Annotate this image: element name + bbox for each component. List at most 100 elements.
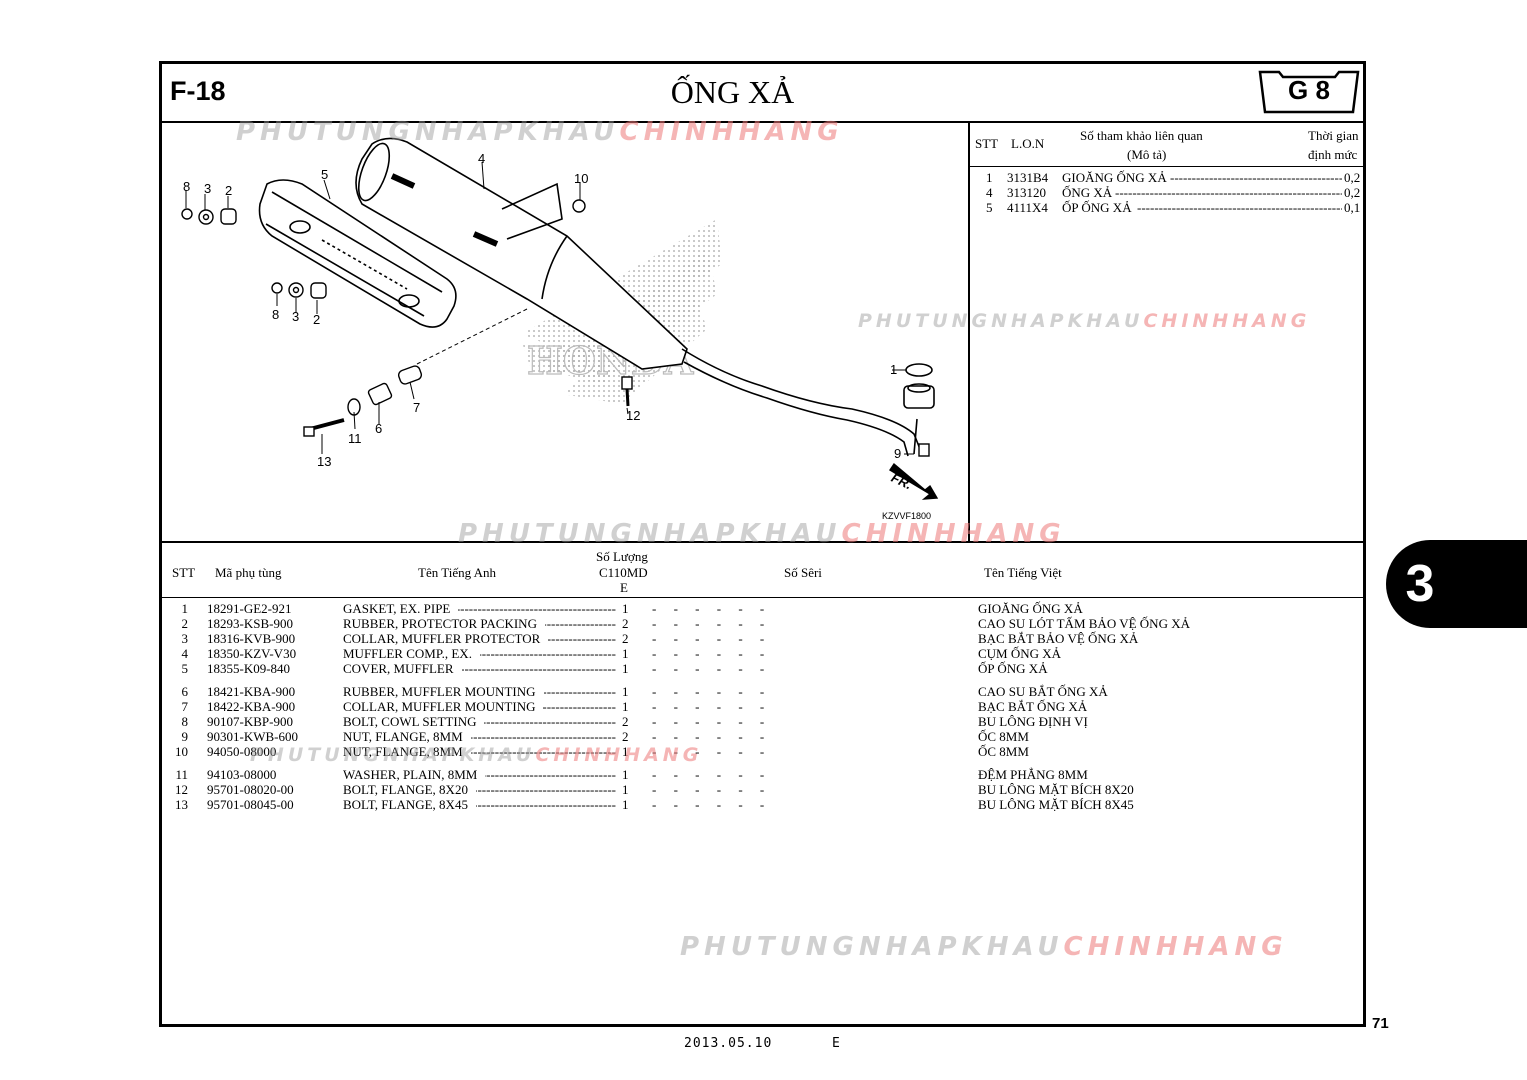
row-name-vi: GIOĂNG ỐNG XẢ: [978, 601, 1083, 616]
leader-lines: [185, 161, 914, 455]
diagram-divider: [968, 122, 970, 542]
row-name-en: NUT, FLANGE, 8MM: [343, 729, 463, 744]
row-qty: 1: [622, 601, 629, 616]
upper-section-divider: [160, 541, 1366, 543]
leader-dashes: ----------------------------------------…: [1137, 200, 1342, 215]
group-badge: G 8: [1257, 68, 1361, 121]
empty-qty-columns: - - - - - -: [652, 699, 765, 714]
chapter-tab-label: 3: [1405, 555, 1435, 613]
row-name-en: BOLT, COWL SETTING: [343, 714, 477, 729]
row-part-no: 18355-K09-840: [207, 661, 291, 676]
parts-header-serial: Số Sêri: [784, 565, 822, 580]
leader-dashes: ----------------------------------------: [471, 729, 616, 744]
page-frame: [159, 61, 1366, 1027]
row-qty: 2: [622, 729, 629, 744]
callout-4: 4: [478, 151, 485, 166]
empty-qty-columns: - - - - - -: [652, 646, 765, 661]
row-part-no: 18316-KVB-900: [207, 631, 296, 646]
row-qty: 2: [622, 714, 629, 729]
watermark: PHUTUNGNHAPKHAUCHINHHANG: [236, 117, 844, 147]
callout-3b: 3: [292, 309, 299, 324]
callout-12: 12: [626, 408, 640, 423]
row-stt: 5: [181, 661, 189, 676]
header-divider: [160, 121, 1366, 123]
ref-header-stt: STT: [975, 136, 999, 151]
exhaust-pipe-drawing: [681, 348, 935, 457]
row-name-vi: ỐC 8MM: [978, 729, 1029, 744]
row-qty: 2: [622, 631, 629, 646]
row-part-no: 18293-KSB-900: [207, 616, 293, 631]
empty-qty-columns: - - - - - -: [652, 797, 765, 812]
chapter-tab[interactable]: 3: [1386, 540, 1527, 628]
muffler-cover-drawing: [258, 179, 457, 328]
leader-dashes: ----------------------------------------: [476, 782, 616, 797]
row-name-vi: ỐP ỐNG XẢ: [978, 661, 1048, 676]
callout-7: 7: [413, 400, 420, 415]
section-code: F-18: [170, 76, 226, 106]
row-qty: 1: [622, 699, 629, 714]
row-qty: 1: [622, 782, 629, 797]
row-stt: 13: [175, 797, 188, 812]
row-name-vi: BU LÔNG ĐỊNH VỊ: [978, 714, 1088, 729]
ref-header-divider: [970, 166, 1366, 167]
row-stt: 11: [175, 767, 188, 782]
leader-dashes: ----------------------------------------: [548, 631, 616, 646]
ref-table-header: STT L.O.N Số tham khảo liên quan (Mô tả)…: [970, 124, 1366, 168]
row-name-vi: BU LÔNG MẶT BÍCH 8X20: [978, 782, 1134, 797]
exploded-parts-diagram: HONDA: [181, 137, 939, 521]
leader-dashes: ----------------------------------------: [480, 646, 616, 661]
callout-2: 2: [225, 183, 232, 198]
row-stt: 1: [181, 601, 189, 616]
empty-qty-columns: - - - - - -: [652, 729, 765, 744]
leader-dashes: ----------------------------------------: [484, 714, 616, 729]
empty-qty-columns: - - - - - -: [652, 601, 765, 616]
row-stt: 2: [181, 616, 189, 631]
callout-13: 13: [317, 454, 331, 469]
row-name-vi: CAO SU LÓT TẤM BẢO VỆ ỐNG XẢ: [978, 616, 1190, 631]
watermark: PHUTUNGNHAPKHAUCHINHHANG: [680, 932, 1288, 962]
row-part-no: 94050-08000: [207, 744, 277, 759]
row-name-vi: BẠC BẮT BẢO VỆ ỐNG XẢ: [978, 631, 1139, 646]
parts-header-qty: Số Lượng: [596, 549, 648, 564]
callout-11: 11: [348, 431, 362, 446]
row-part-no: 90107-KBP-900: [207, 714, 293, 729]
row-part-no: 90301-KWB-600: [207, 729, 298, 744]
leader-dashes: ----------------------------------------…: [1170, 170, 1342, 185]
leader-dashes: ----------------------------------------: [458, 601, 616, 616]
group-code: G 8: [1288, 75, 1330, 105]
watermark: PHUTUNGNHAPKHAUCHINHHANG: [250, 744, 703, 766]
leader-dashes: ----------------------------------------…: [1115, 185, 1342, 200]
row-part-no: 18350-KZV-V30: [207, 646, 297, 661]
empty-qty-columns: - - - - - -: [652, 631, 765, 646]
row-qty: 1: [622, 744, 629, 759]
callout-2b: 2: [313, 312, 320, 327]
direction-label: FR.: [889, 470, 914, 492]
callout-1: 1: [890, 362, 897, 377]
row-name-en: COLLAR, MUFFLER PROTECTOR: [343, 631, 541, 646]
row-name-en: BOLT, FLANGE, 8X20: [343, 782, 468, 797]
leader-dashes: ----------------------------------------: [545, 616, 616, 631]
row-name-en: MUFFLER COMP., EX.: [343, 646, 472, 661]
row-stt: 12: [175, 782, 188, 797]
diagram-code: KZVVF1800: [882, 511, 931, 521]
row-stt: 3: [181, 631, 189, 646]
callout-3: 3: [204, 181, 211, 196]
row-part-no: 94103-08000: [207, 767, 277, 782]
leader-dashes: ----------------------------------------: [462, 661, 616, 676]
row-part-no: 18422-KBA-900: [207, 699, 296, 714]
row-name-en: COVER, MUFFLER: [343, 661, 454, 676]
callout-6: 6: [375, 421, 382, 436]
group-badge-frame: [1258, 70, 1360, 114]
row-qty: 1: [622, 767, 629, 782]
empty-qty-columns: - - - - - -: [652, 714, 765, 729]
row-name-vi: CAO SU BẮT ỐNG XẢ: [978, 684, 1108, 699]
leader-dashes: ----------------------------------------: [485, 767, 616, 782]
row-part-no: 95701-08045-00: [207, 797, 294, 812]
row-qty: 1: [622, 684, 629, 699]
ref-header-lon: L.O.N: [1011, 136, 1045, 151]
callout-9: 9: [894, 446, 901, 461]
leader-dashes: ----------------------------------------: [544, 684, 616, 699]
empty-qty-columns: - - - - - -: [652, 661, 765, 676]
callout-8: 8: [183, 179, 190, 194]
